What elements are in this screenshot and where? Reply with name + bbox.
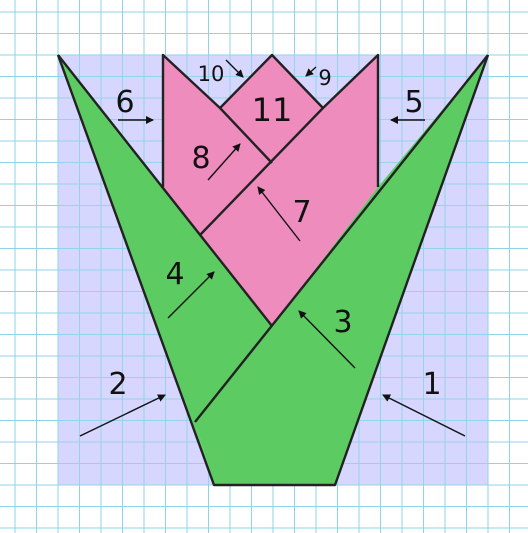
outline-group xyxy=(56,53,490,487)
label-piece-2: 2 xyxy=(108,367,127,402)
label-group: 1 2 3 4 5 6 7 8 9 10 11 xyxy=(108,62,441,402)
label-piece-3: 3 xyxy=(333,305,352,340)
piece-7-petal xyxy=(200,55,378,326)
label-piece-10: 10 xyxy=(198,62,225,86)
arrow-10 xyxy=(225,59,244,78)
label-piece-9: 9 xyxy=(318,66,331,90)
arrow-4 xyxy=(167,271,215,319)
outline-petal-8-11 xyxy=(219,107,273,164)
arrow-2 xyxy=(79,394,166,437)
arrow-7 xyxy=(257,186,301,242)
leaf-group xyxy=(58,55,488,485)
arrow-3 xyxy=(298,310,356,369)
arrow-9 xyxy=(305,66,317,77)
label-piece-5: 5 xyxy=(404,85,423,120)
label-piece-1: 1 xyxy=(422,367,441,402)
label-piece-11: 11 xyxy=(252,91,293,129)
outline-petal-7-8 xyxy=(199,107,324,236)
label-piece-6: 6 xyxy=(115,85,134,120)
outline-leaf-right-inner xyxy=(194,54,489,423)
arrow-1 xyxy=(382,394,466,437)
piece-1-leaf xyxy=(195,55,488,485)
piece-2-leaf xyxy=(58,55,272,485)
outline-petal-top xyxy=(161,53,380,187)
label-piece-7: 7 xyxy=(292,195,311,230)
outline-vase xyxy=(56,54,490,487)
label-piece-4: 4 xyxy=(165,257,184,292)
arrow-8 xyxy=(207,143,241,181)
outline-leaf-left-inner xyxy=(57,54,273,327)
label-piece-8: 8 xyxy=(191,141,210,176)
arrow-group xyxy=(79,59,466,437)
